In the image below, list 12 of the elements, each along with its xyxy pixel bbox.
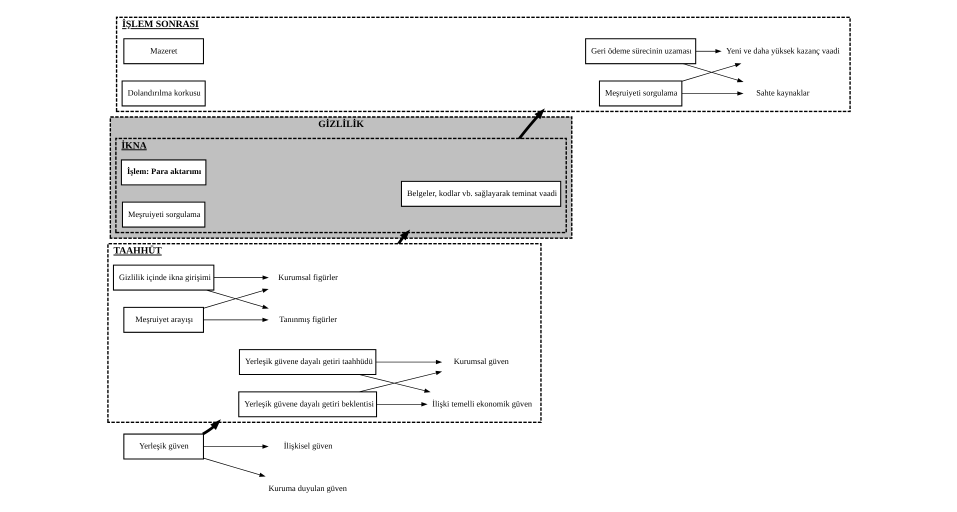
arrow — [202, 444, 268, 448]
arrow — [358, 374, 430, 392]
arrow — [681, 90, 744, 96]
arrow — [202, 418, 220, 435]
arrow — [358, 370, 442, 392]
arrow — [695, 48, 722, 53]
arrow — [213, 274, 268, 280]
arrow — [202, 457, 266, 476]
arrow — [376, 402, 428, 406]
arrow — [375, 359, 442, 364]
arrow — [202, 317, 268, 322]
arrow — [518, 108, 544, 139]
